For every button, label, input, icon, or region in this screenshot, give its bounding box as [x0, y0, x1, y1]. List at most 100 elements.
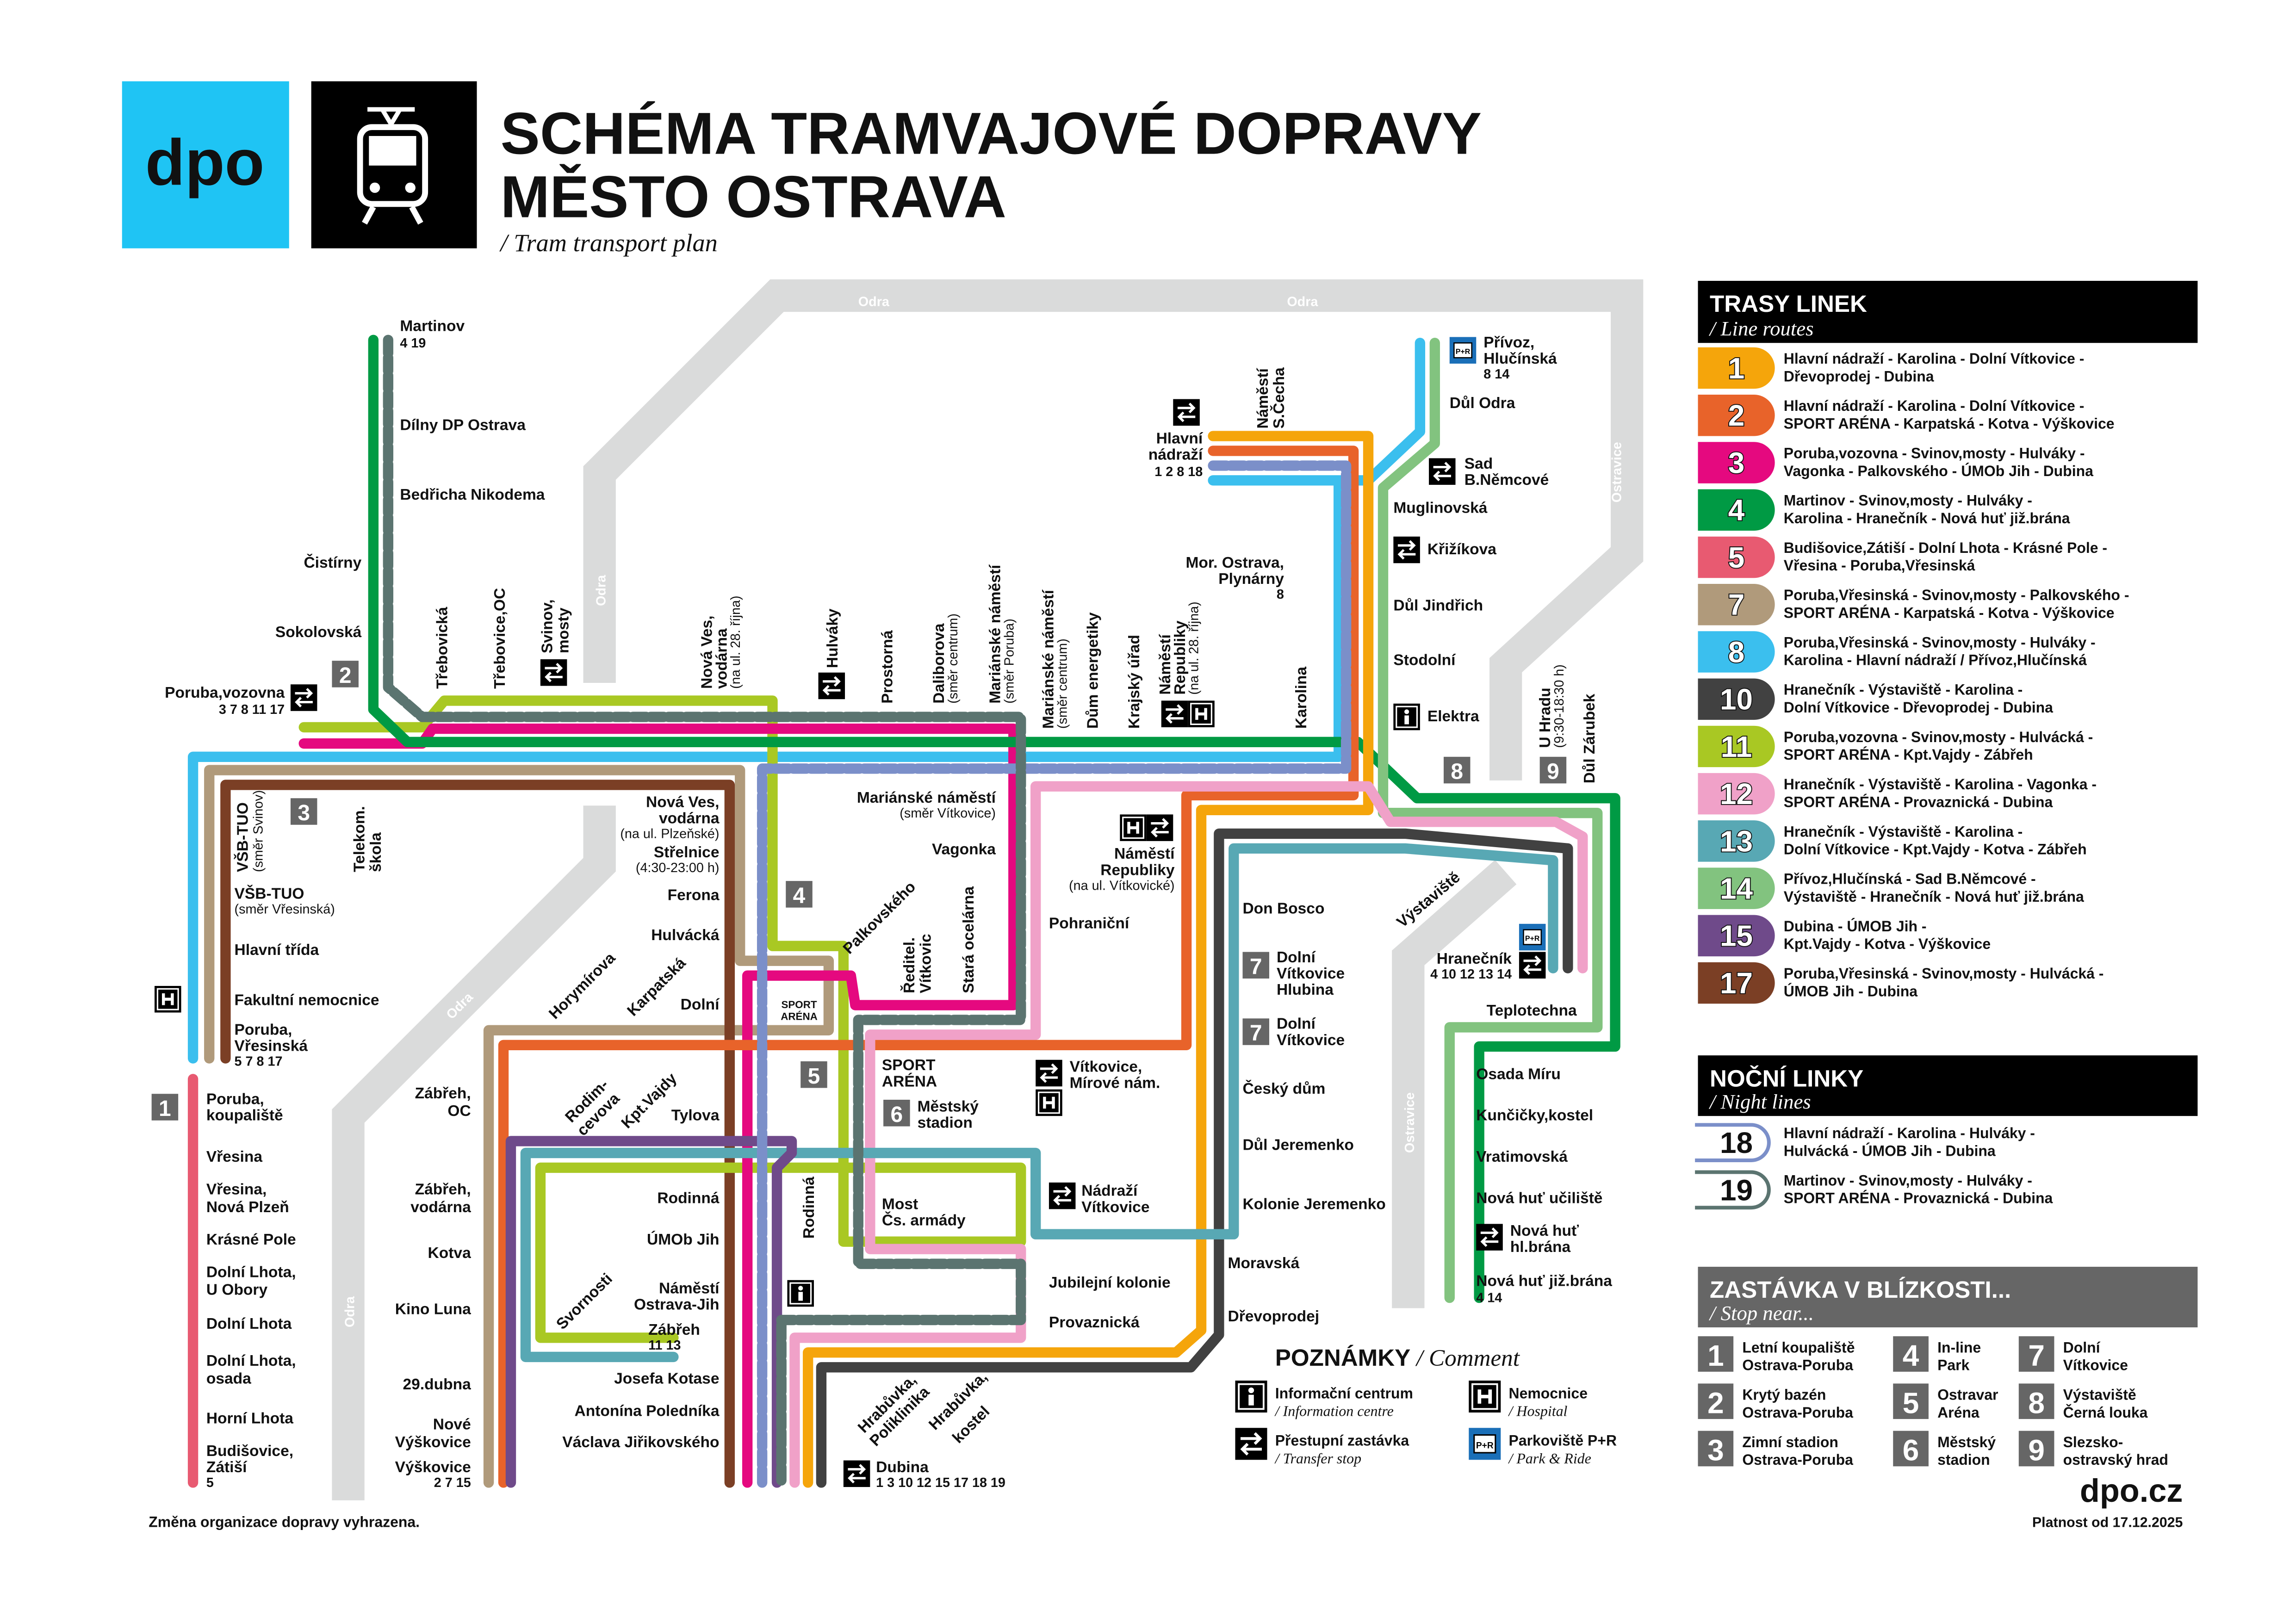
station-label[interactable]: Svornosti — [553, 1270, 616, 1333]
station-label[interactable]: VŠB-TUO — [235, 884, 304, 902]
route-line-1[interactable] — [802, 431, 1374, 1488]
station-label[interactable]: osada — [206, 1370, 251, 1387]
station-label[interactable]: Kino Luna — [395, 1301, 471, 1318]
station-label[interactable]: Hlubina — [1277, 981, 1334, 998]
station-label[interactable]: S.Čecha — [1270, 367, 1288, 429]
station-label[interactable]: Antonína Poledníka — [574, 1403, 719, 1420]
station-label[interactable]: Mariánské náměstí — [1040, 589, 1057, 729]
station-label[interactable]: Hranečník — [1437, 950, 1512, 967]
route-line-13[interactable] — [520, 843, 1558, 1363]
station-label[interactable]: Výškovice — [395, 1459, 471, 1476]
station-label[interactable]: Městský — [918, 1098, 979, 1115]
route-line-18[interactable] — [757, 460, 1352, 1488]
station-label[interactable]: Poruba,vozovna — [165, 684, 285, 701]
station-label[interactable]: Hlučínská — [1483, 350, 1557, 367]
station-label[interactable]: Krásné Pole — [206, 1231, 296, 1248]
station-label[interactable]: Stará ocelárna — [960, 886, 977, 993]
station-label[interactable]: Důl Jindřich — [1393, 597, 1483, 614]
station-label[interactable]: Křižíkova — [1427, 541, 1496, 558]
station-label[interactable]: Dolní — [1277, 949, 1316, 966]
station-label[interactable]: Dům energetiky — [1084, 612, 1101, 729]
station-label[interactable]: Elektra — [1427, 708, 1479, 725]
station-label[interactable]: Tylova — [671, 1107, 720, 1124]
station-label[interactable]: Nová Ves, — [646, 793, 719, 811]
website-link[interactable]: dpo.cz — [2080, 1472, 2183, 1509]
station-label[interactable]: Třebovická — [434, 607, 451, 688]
station-label[interactable]: Zábřeh, — [415, 1181, 471, 1198]
station-label[interactable]: Budišovice, — [206, 1443, 293, 1460]
station-label[interactable]: Vítkovice — [1081, 1199, 1149, 1216]
station-label[interactable]: B.Němcové — [1464, 471, 1549, 489]
station-label[interactable]: Čs. armády — [882, 1211, 966, 1229]
station-label[interactable]: Vřesina — [206, 1148, 263, 1165]
station-label[interactable]: nádraží — [1148, 446, 1204, 464]
station-label[interactable]: Hulváky — [824, 608, 841, 668]
station-label[interactable]: Dílny DP Ostrava — [400, 417, 526, 434]
station-label[interactable]: Zábřeh, — [415, 1085, 471, 1102]
station-label[interactable]: Kotva — [428, 1245, 472, 1262]
station-label[interactable]: Náměstí — [659, 1280, 720, 1297]
station-label[interactable]: Moravská — [1228, 1255, 1300, 1272]
station-label[interactable]: vodárna — [410, 1199, 471, 1216]
station-label[interactable]: Důl Jeremenko — [1242, 1137, 1353, 1154]
station-label[interactable]: Poruba, — [206, 1091, 264, 1108]
station-label[interactable]: Dolní Lhota, — [206, 1264, 296, 1281]
station-label[interactable]: koupaliště — [206, 1107, 283, 1124]
station-label[interactable]: Hulvácká — [651, 927, 720, 944]
station-label[interactable]: Vítkovice — [1277, 965, 1345, 982]
route-line-17[interactable] — [220, 780, 735, 1488]
station-label[interactable]: Náměstí — [1114, 845, 1175, 862]
station-label[interactable]: Most — [882, 1196, 918, 1213]
station-label[interactable]: U Hradu — [1537, 688, 1554, 748]
station-label[interactable]: Třebovice,OC — [491, 588, 509, 689]
station-label[interactable]: Nové — [433, 1416, 471, 1433]
station-label[interactable]: Důl Odra — [1450, 395, 1515, 412]
station-label[interactable]: vodárna — [659, 810, 720, 827]
station-label[interactable]: Jubilejní kolonie — [1049, 1274, 1171, 1291]
station-label[interactable]: Čistírny — [304, 553, 361, 571]
station-label[interactable]: Vítkovice — [1277, 1032, 1345, 1049]
station-label[interactable]: Ferona — [668, 887, 720, 904]
station-label[interactable]: mosty — [555, 607, 572, 653]
station-label[interactable]: Dubina — [876, 1459, 929, 1476]
station-label[interactable]: Václava Jiřikovského — [562, 1434, 719, 1451]
station-label[interactable]: Josefa Kotase — [614, 1370, 719, 1387]
station-label[interactable]: Nádraží — [1081, 1183, 1138, 1200]
station-label[interactable]: Prostorná — [879, 630, 896, 704]
station-label[interactable]: Mariánské náměstí — [987, 564, 1004, 704]
station-label[interactable]: Republiky — [1100, 861, 1175, 879]
station-label[interactable]: Krajský úřad — [1126, 635, 1143, 729]
station-label[interactable]: Dolní Lhota — [206, 1315, 292, 1332]
station-label[interactable]: ARÉNA — [882, 1072, 937, 1090]
station-label[interactable]: ÚMOb Jih — [647, 1231, 719, 1248]
station-label[interactable]: Dolní Lhota, — [206, 1352, 296, 1369]
station-label[interactable]: Český dům — [1242, 1079, 1325, 1097]
station-label[interactable]: Svinov, — [539, 599, 556, 653]
route-line-12[interactable] — [789, 781, 1588, 1488]
station-label[interactable]: Vratimovská — [1476, 1148, 1568, 1165]
station-label[interactable]: Mariánské náměstí — [857, 789, 997, 806]
route-line-7[interactable] — [204, 765, 834, 1488]
station-label[interactable]: Ostrava-Jih — [634, 1296, 720, 1313]
station-label[interactable]: Zábřeh — [648, 1321, 700, 1338]
station-label[interactable]: Poruba, — [235, 1021, 292, 1038]
station-label[interactable]: Vagonka — [932, 841, 996, 858]
station-label[interactable]: Přívoz, — [1483, 334, 1534, 351]
station-label[interactable]: Karolina — [1293, 667, 1310, 729]
station-label[interactable]: Fakultní nemocnice — [235, 992, 379, 1009]
station-label[interactable]: Kunčičky,kostel — [1476, 1107, 1593, 1124]
station-label[interactable]: Vřesinská — [235, 1038, 308, 1055]
station-label[interactable]: Vítkovice, — [1070, 1058, 1142, 1075]
station-label[interactable]: Republiky — [1172, 620, 1189, 695]
station-label[interactable]: Vítkovic — [917, 934, 934, 993]
route-line-15[interactable] — [505, 1136, 797, 1488]
station-label[interactable]: Nová Ves, — [699, 615, 716, 688]
station-label[interactable]: Daliborova — [931, 623, 948, 704]
station-label[interactable]: Bedřicha Nikodema — [400, 486, 545, 503]
station-label[interactable]: stadion — [918, 1115, 973, 1132]
station-label[interactable]: SPORT — [781, 999, 817, 1010]
station-label[interactable]: Nová huť již.brána — [1476, 1273, 1612, 1290]
station-label[interactable]: Mírové nám. — [1070, 1074, 1160, 1091]
station-label[interactable]: Nová huť učiliště — [1476, 1190, 1602, 1207]
station-label[interactable]: Horní Lhota — [206, 1410, 293, 1427]
